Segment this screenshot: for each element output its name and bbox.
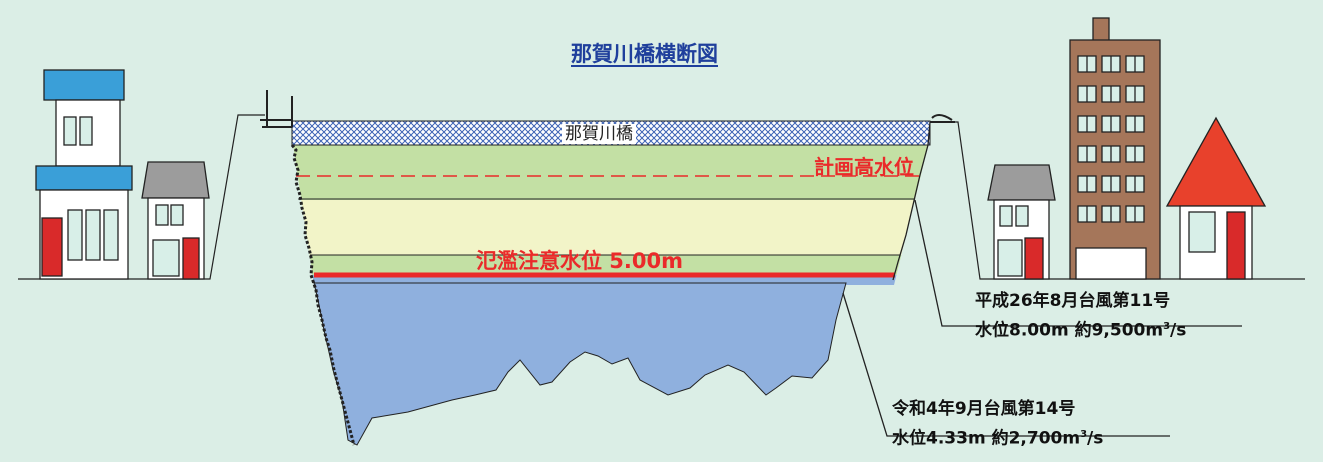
event-2022-unit-exp: 3 — [1080, 429, 1088, 440]
event-2014-unit-exp: 3 — [1163, 321, 1171, 332]
event-2014-annotation: 平成26年8月台風第11号 水位8.00m 約9,500m3/s — [975, 288, 1186, 344]
river-water — [313, 282, 847, 446]
event-2014-values: 水位8.00m 約9,500m3/s — [975, 314, 1186, 344]
right-railing — [930, 113, 955, 123]
apartment-building — [1069, 17, 1161, 280]
bridge-label: 那賀川橋 — [562, 124, 636, 144]
event-2014-title: 平成26年8月台風第11号 — [975, 291, 1171, 311]
house-small-left — [141, 161, 210, 280]
band-green-upper — [292, 145, 930, 200]
event-2022-unit-tail: /s — [1087, 428, 1104, 449]
river-level-bands — [292, 145, 930, 285]
flood-caution-label: 氾濫注意水位 5.00m — [476, 249, 684, 273]
band-green-lower — [292, 255, 930, 275]
diagram-title: 那賀川橋横断図 — [571, 42, 718, 66]
event-2022-leader-line — [842, 292, 1170, 437]
event-2022-title: 令和4年9月台風第14号 — [892, 399, 1076, 419]
right-bank — [892, 121, 931, 281]
event-2014-unit-tail: /s — [1170, 320, 1187, 341]
band-yellow — [292, 200, 930, 255]
house-blue — [35, 69, 133, 280]
event-2022-values: 水位4.33m 約2,700m3/s — [892, 422, 1103, 452]
house-small-right — [987, 164, 1056, 280]
event-2022-annotation: 令和4年9月台風第14号 水位4.33m 約2,700m3/s — [892, 396, 1103, 452]
house-red-roof — [1165, 116, 1267, 280]
event-2022-level: 水位4.33m 約2,700m — [892, 428, 1081, 449]
plan-high-water-label: 計画高水位 — [814, 155, 914, 179]
event-2014-level: 水位8.00m 約9,500m — [975, 320, 1164, 341]
left-bank — [290, 144, 356, 446]
band-water-top — [292, 275, 930, 285]
left-railing — [260, 90, 293, 128]
event-2014-leader-line — [914, 199, 1242, 327]
